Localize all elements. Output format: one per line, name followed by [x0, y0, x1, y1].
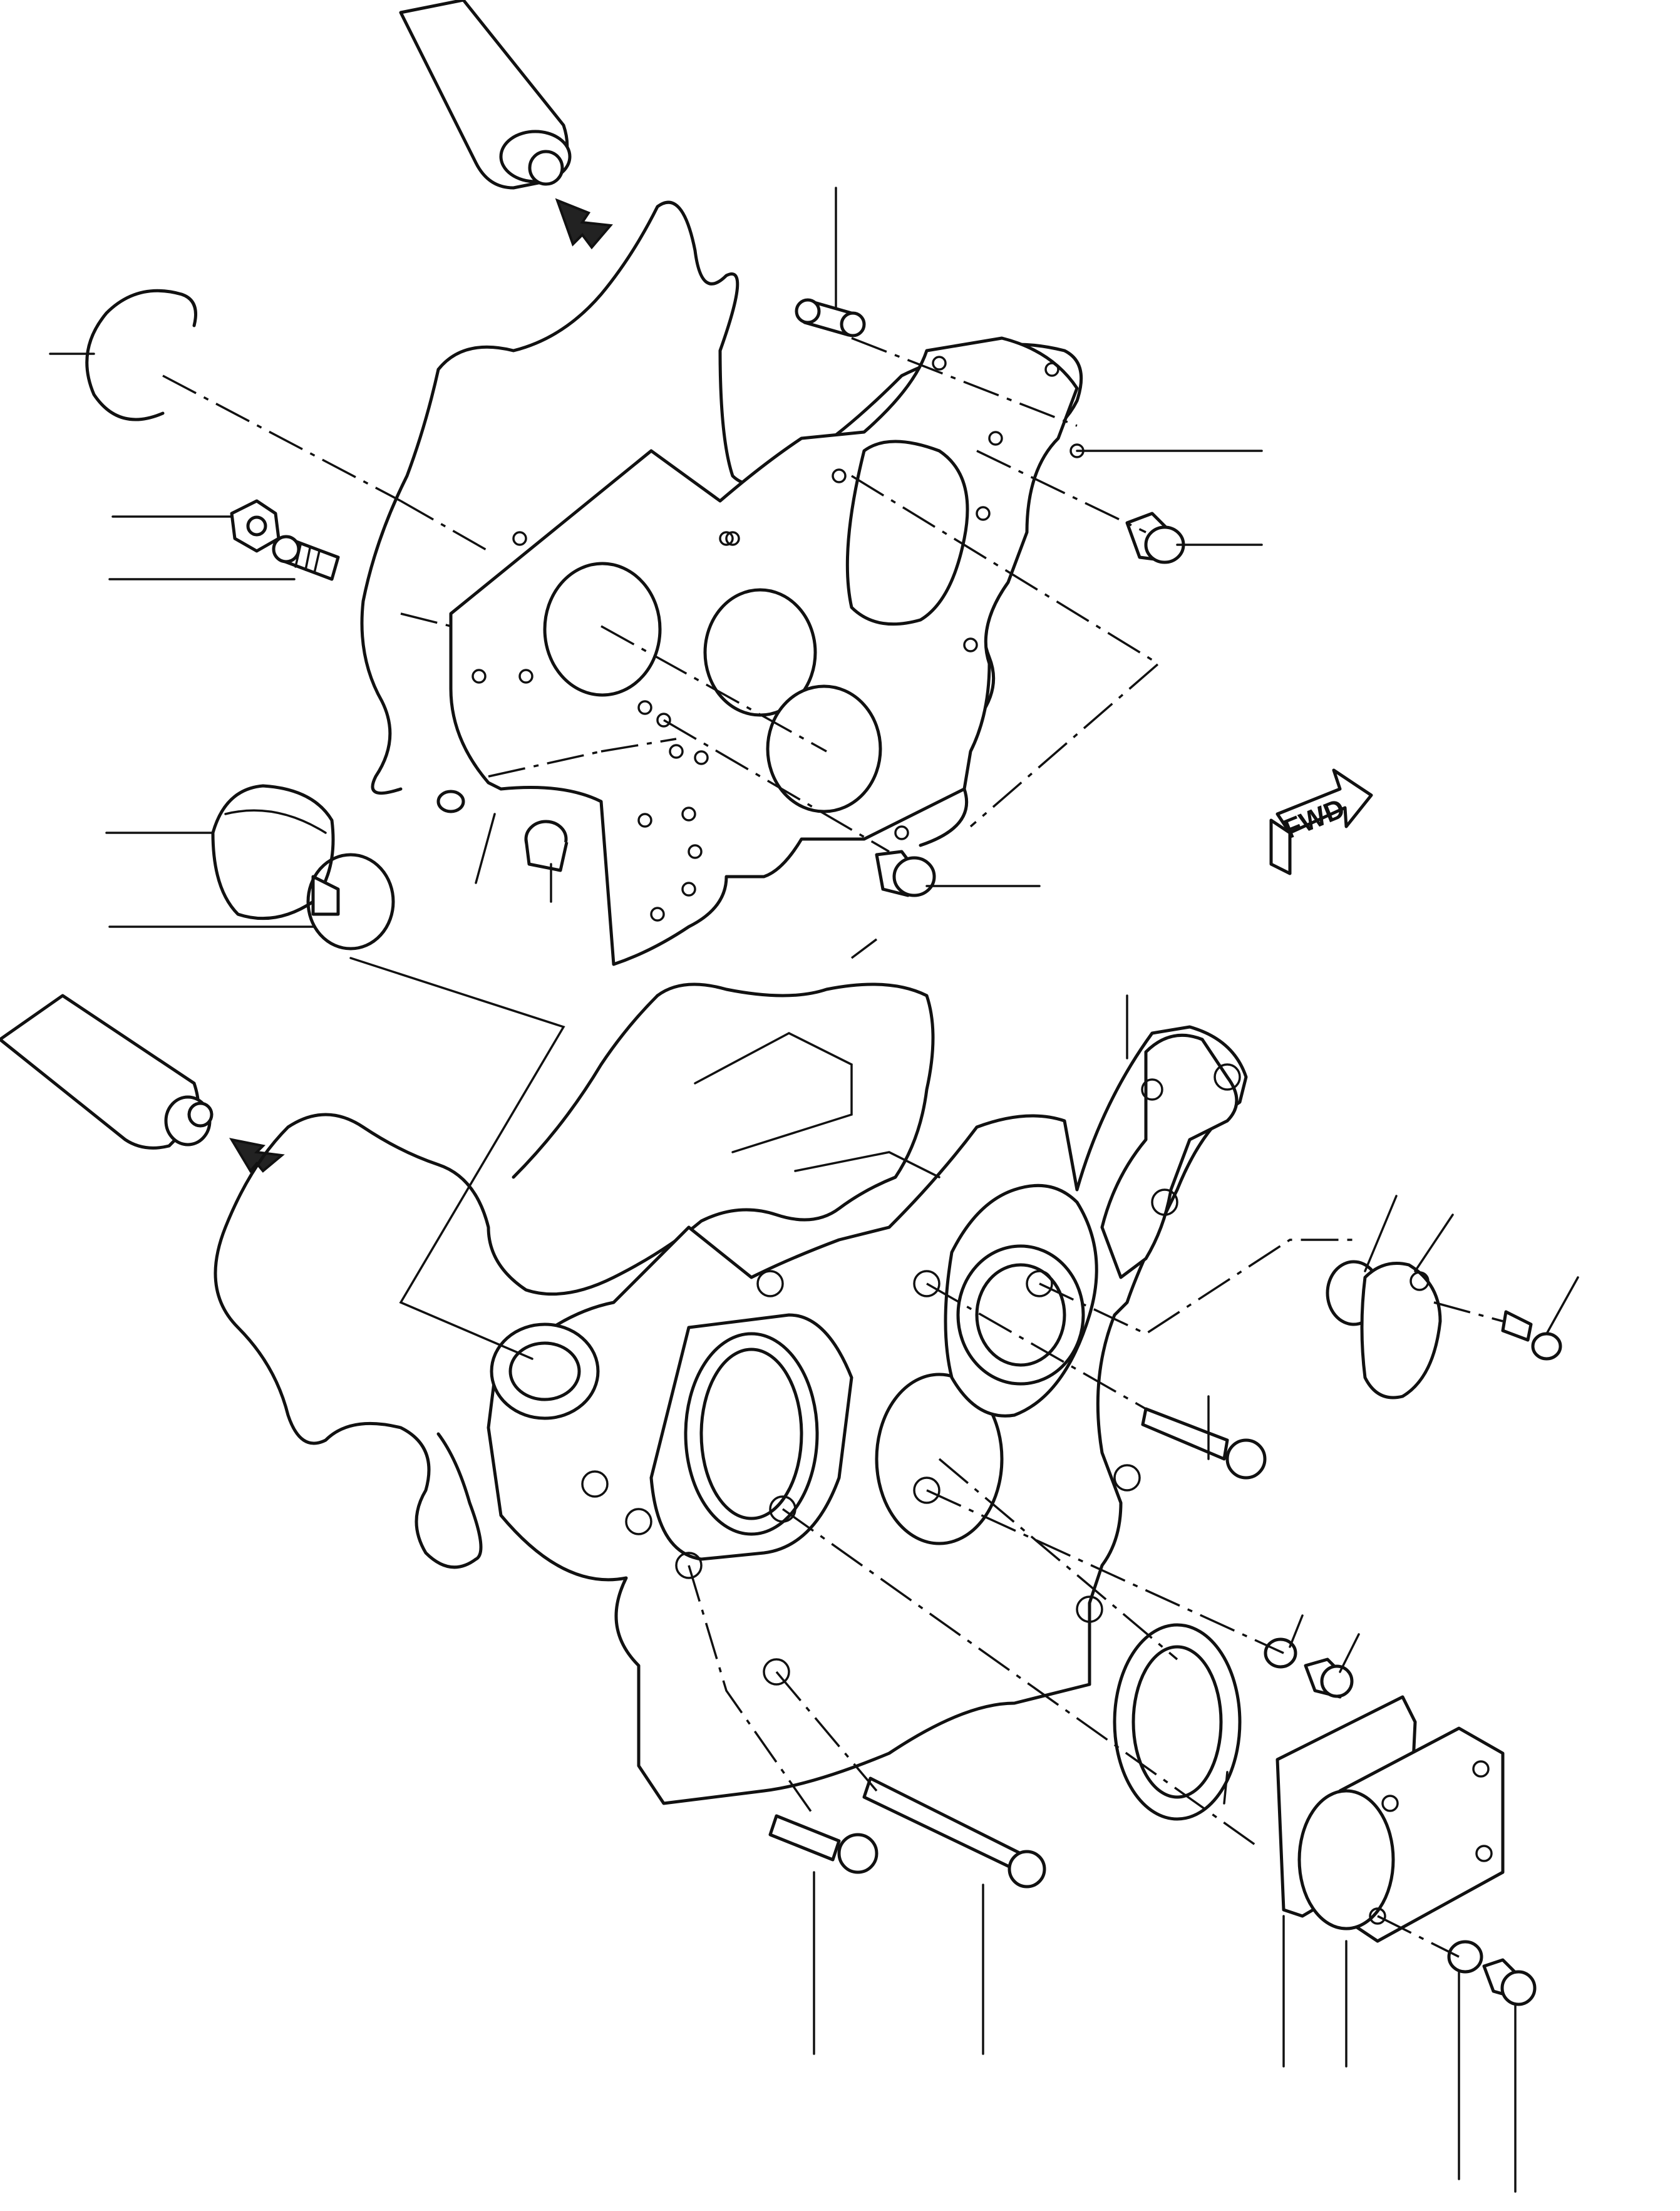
- arrow-icon-sealant-lower: [229, 1138, 285, 1173]
- sealant-tube-lower: [0, 994, 214, 1150]
- timing-case-gasket: [214, 982, 935, 1569]
- washer-mid-right: [1264, 1637, 1297, 1669]
- bolt-bottom-short: [768, 1814, 879, 1874]
- bolt-cover-small: [1501, 1310, 1562, 1361]
- washer-lower-right: [1447, 1940, 1483, 1974]
- bolt-bottom-long: [862, 1776, 1046, 1889]
- oil-filler-cap: [211, 784, 340, 920]
- stud-bolt-left: [272, 535, 340, 581]
- connection-lines: [349, 957, 940, 1360]
- stud-bolt-top: [795, 298, 866, 338]
- assembly-center-lines: [162, 337, 1503, 1958]
- bolt-lower-right: [1482, 1958, 1537, 2006]
- flange-bolt-upper-right: [1125, 512, 1185, 564]
- o-ring-cap: [306, 853, 395, 951]
- nut-small: [230, 499, 281, 553]
- sealant-tube-top: [399, 0, 572, 190]
- o-ring-large: [85, 289, 197, 421]
- arrow-icon-sealant-top: [555, 198, 613, 250]
- long-bolt-upper: [1141, 1407, 1267, 1480]
- fwd-arrow-icon: FWD: [1269, 768, 1373, 875]
- callout-leaders: [49, 187, 1579, 2193]
- bolt-mid-right: [1304, 1657, 1354, 1699]
- cover-plate-lower: [1297, 1726, 1505, 1943]
- oil-seal-front: [1113, 1623, 1242, 1821]
- flange-bolt-center: [875, 850, 936, 897]
- cover-plate-small: [1360, 1262, 1442, 1399]
- dowel-pin: [524, 820, 569, 872]
- small-plug: [436, 790, 465, 813]
